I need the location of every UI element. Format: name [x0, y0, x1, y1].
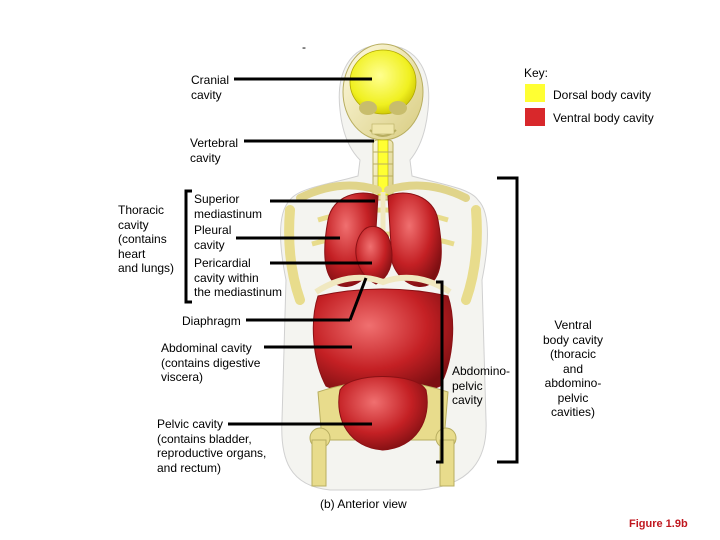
label-pleural-cavity: Pleural cavity — [194, 223, 231, 252]
label-pericardial-cavity: Pericardial cavity within the mediastinu… — [194, 256, 282, 300]
label-pelvic-cavity: Pelvic cavity (contains bladder, reprodu… — [157, 417, 266, 475]
key-dorsal-label: Dorsal body cavity — [553, 88, 651, 103]
label-abdominopelvic-cavity: Abdomino- pelvic cavity — [452, 364, 510, 408]
label-superior-mediastinum: Superior mediastinum — [194, 192, 262, 221]
ventral-bracket — [497, 178, 517, 462]
figure-number: Figure 1.9b — [629, 517, 688, 532]
label-diaphragm: Diaphragm — [182, 314, 241, 329]
skull-icon — [343, 44, 423, 140]
top-mark: - — [302, 40, 306, 55]
label-abdominal-cavity: Abdominal cavity (contains digestive vis… — [161, 341, 260, 385]
dorsal-swatch — [525, 84, 545, 102]
thoracic-bracket — [186, 191, 192, 302]
label-vertebral-cavity: Vertebral cavity — [190, 136, 238, 165]
key-ventral-label: Ventral body cavity — [553, 111, 654, 126]
label-thoracic-cavity: Thoracic cavity (contains heart and lung… — [118, 203, 174, 276]
ventral-swatch — [525, 108, 545, 126]
view-caption: (b) Anterior view — [320, 497, 407, 512]
label-cranial-cavity: Cranial cavity — [191, 73, 229, 102]
key-title: Key: — [524, 66, 548, 81]
label-ventral-body-cavity: Ventral body cavity (thoracic and abdomi… — [533, 318, 613, 420]
